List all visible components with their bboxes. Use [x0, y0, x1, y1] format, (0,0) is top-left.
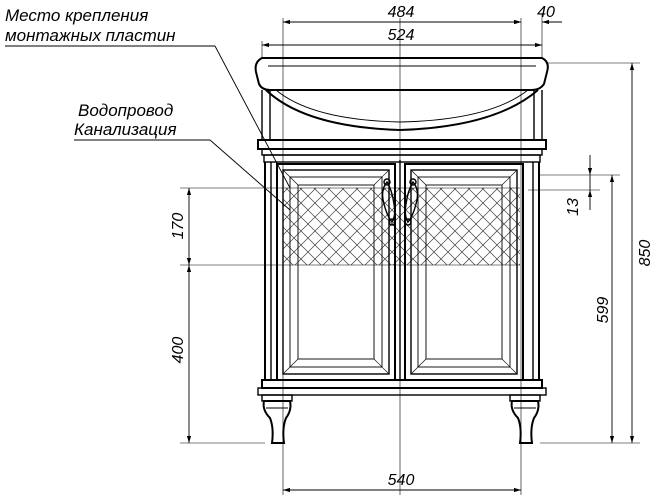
left-leg — [261, 394, 293, 444]
dim-40: 40 — [505, 4, 562, 41]
dim-524-text: 524 — [388, 27, 415, 44]
dim-524: 524 — [262, 27, 542, 48]
dim-484-text: 484 — [388, 4, 415, 21]
right-leg — [509, 394, 541, 444]
dim-599-text: 599 — [595, 297, 612, 324]
dim-170-text: 170 — [170, 213, 187, 240]
dim-540-text: 540 — [388, 472, 415, 489]
plinth — [257, 379, 547, 396]
right-door — [404, 163, 524, 381]
dim-40-text: 40 — [537, 4, 555, 21]
dim-484: 484 — [283, 4, 521, 25]
mount-plates-label-line2: монтажных пластин — [5, 26, 176, 45]
dim-13: 13 — [565, 155, 593, 216]
left-door — [276, 163, 396, 381]
dim-400-text: 400 — [170, 337, 187, 364]
dim-850: 850 — [629, 63, 654, 443]
dim-599: 599 — [595, 175, 615, 443]
mount-leader-line — [214, 45, 291, 189]
top-rail — [257, 139, 547, 163]
dim-13-text: 13 — [565, 198, 582, 216]
cabinet-body — [264, 162, 540, 380]
washbasin — [254, 57, 549, 140]
water-supply-label: Водопровод — [78, 101, 173, 120]
dim-850-text: 850 — [637, 240, 654, 267]
door-handles — [381, 178, 419, 226]
dim-400: 400 — [170, 265, 192, 443]
sewerage-label: Канализация — [74, 120, 177, 139]
dim-540: 540 — [283, 472, 521, 493]
mounting-zone-lattice — [283, 188, 520, 265]
mount-plates-label-line1: Место крепления — [5, 6, 148, 25]
dim-170: 170 — [170, 188, 192, 265]
